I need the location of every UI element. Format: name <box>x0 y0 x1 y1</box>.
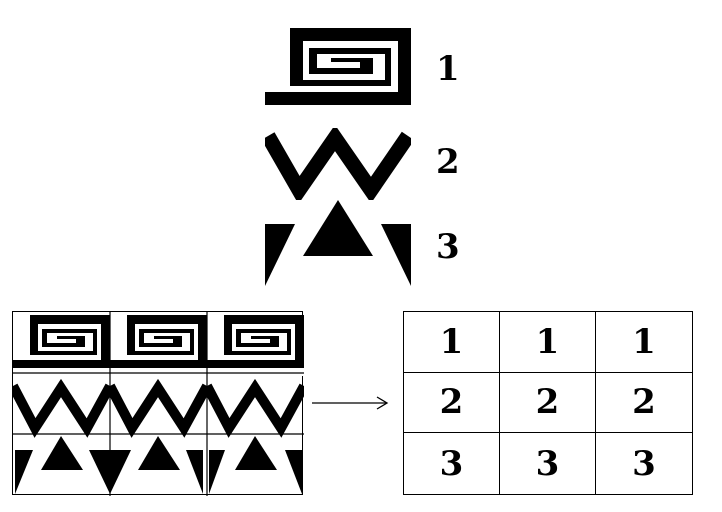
legend-label-1: 1 <box>436 49 460 89</box>
number-grid: 1 1 1 2 2 2 3 3 3 <box>403 311 693 495</box>
pattern-row-1 <box>13 315 304 376</box>
pattern-grid <box>12 311 304 496</box>
grid-cell: 2 <box>404 372 500 434</box>
grid-cell: 1 <box>500 312 596 373</box>
arrow-icon <box>312 396 389 410</box>
pattern-row-2 <box>13 386 304 428</box>
legend-label-2: 2 <box>436 142 460 182</box>
grid-cell: 3 <box>500 433 596 494</box>
pattern-row-3 <box>15 436 302 494</box>
legend-label-3: 3 <box>436 227 460 267</box>
triangles-icon <box>265 200 411 286</box>
grid-cell: 3 <box>404 433 500 494</box>
grid-cell: 2 <box>500 372 596 434</box>
grid-cell: 3 <box>632 443 656 484</box>
grid-cell: 1 <box>596 312 692 373</box>
spiral-meander-icon-shape <box>265 28 411 105</box>
grid-cell: 1 <box>404 312 500 373</box>
grid-cell: 2 <box>596 373 692 434</box>
zigzag-icon <box>265 128 411 200</box>
